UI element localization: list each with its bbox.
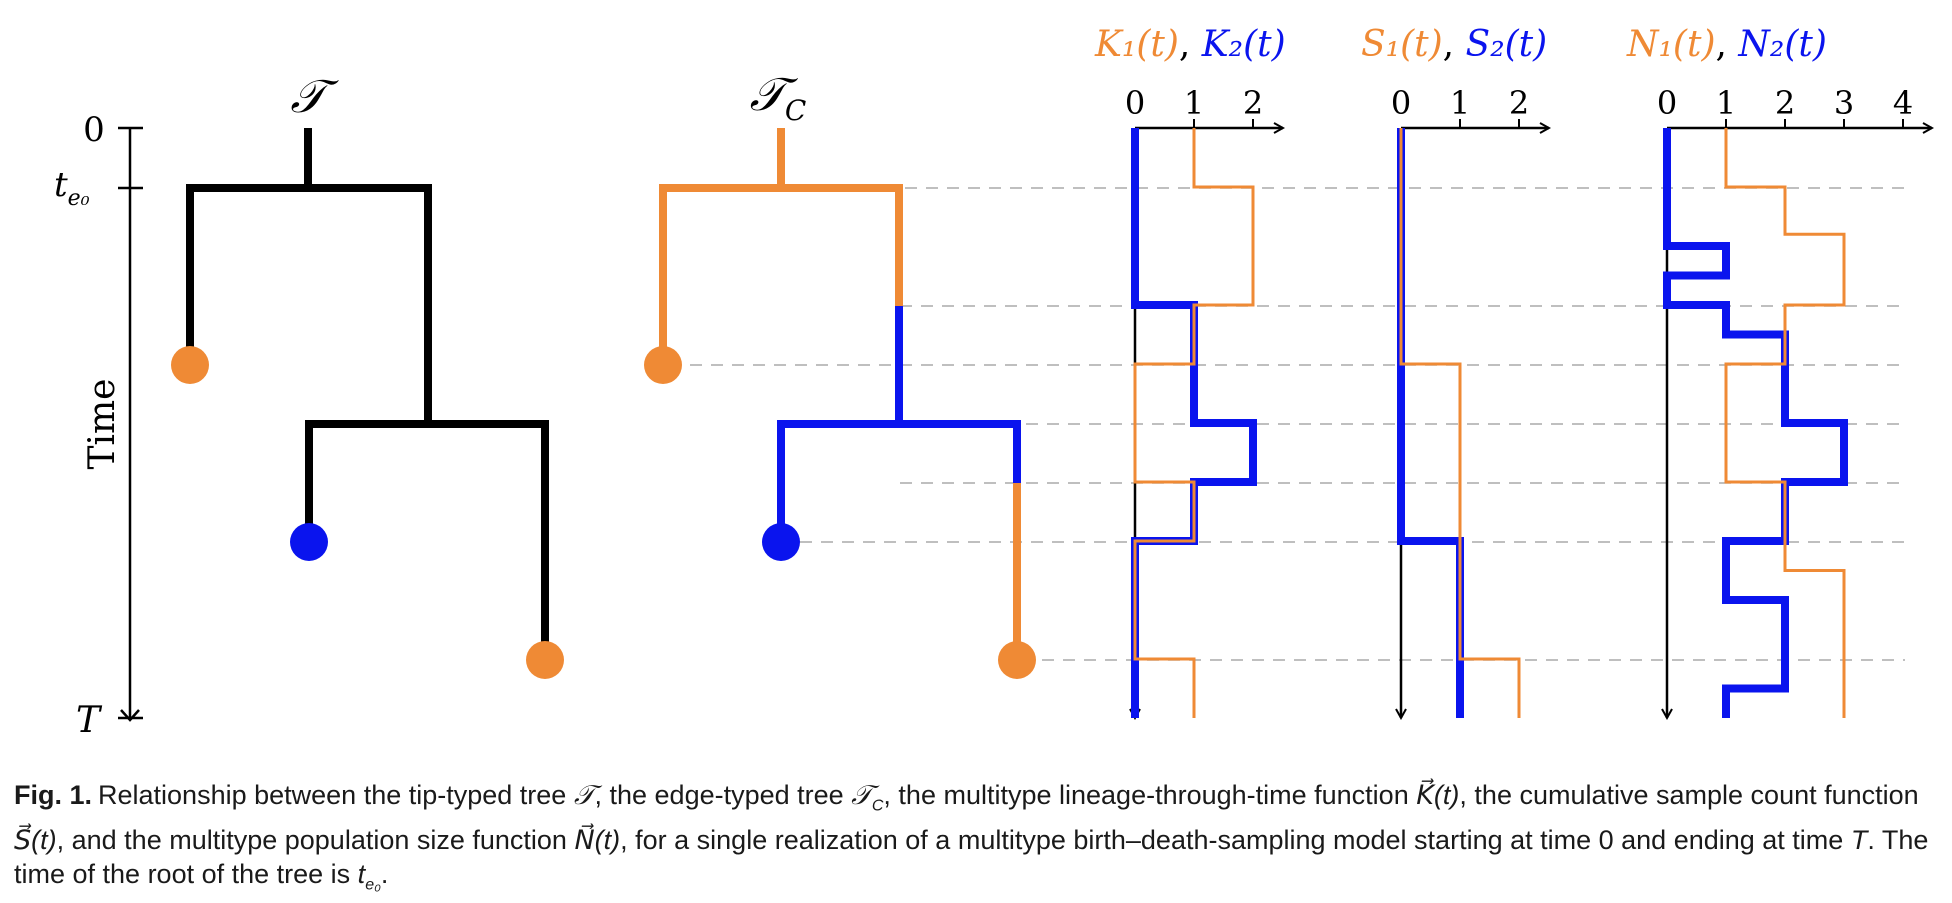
figure-caption: Fig. 1.Relationship between the tip-type…	[14, 780, 1929, 894]
tip-sample-type1	[644, 346, 682, 384]
panel-title-separator: ,	[1716, 24, 1739, 65]
caption-label: Fig. 1.	[14, 780, 93, 810]
time-axis-label: Time	[82, 379, 123, 470]
panel-tick-label: 2	[1509, 84, 1529, 122]
panel-population-size: N₁(t), N₂(t) 0 1 2 3 4	[1626, 24, 1932, 718]
panel-cumulative-samples: S₁(t), S₂(t) 0 1 2	[1361, 24, 1549, 718]
panel-tick-label: 0	[1391, 84, 1411, 122]
panel-tick-label: 1	[1184, 84, 1204, 122]
series-type1	[1724, 128, 1846, 718]
panel-title: N₁(t), N₂(t)	[1626, 24, 1827, 65]
edge-typed-tree-title: 𝒯C	[750, 67, 807, 127]
panel-tick-label: 1	[1450, 84, 1470, 122]
series-type2	[1663, 128, 1848, 718]
series-type1	[1399, 128, 1521, 718]
figure-1: 0 te₀ T Time 𝒯 𝒯C	[54, 24, 1952, 740]
panel-title-type2: S₂(t)	[1466, 24, 1548, 65]
tip-sample-type1	[171, 346, 209, 384]
tip-sample-type1	[526, 641, 564, 679]
tip-typed-tree: 𝒯	[171, 69, 564, 679]
panel-title-separator: ,	[1179, 24, 1202, 65]
time-tick-label-T: T	[76, 700, 103, 740]
panel-tick-label: 3	[1834, 84, 1854, 122]
panel-tick-label: 0	[1657, 84, 1677, 122]
tip-sample-type1	[998, 641, 1036, 679]
tip-sample-type2	[762, 523, 800, 561]
panel-title: K₁(t), K₂(t)	[1094, 24, 1286, 65]
panel-tick-label: 2	[1243, 84, 1263, 122]
edge-typed-tree: 𝒯C	[644, 67, 1036, 679]
time-axis-arrowhead	[120, 709, 140, 722]
panel-tick-label: 4	[1893, 84, 1913, 122]
time-tick-label-root: te₀	[54, 165, 90, 211]
panel-title-separator: ,	[1443, 24, 1466, 65]
tip-typed-tree-title: 𝒯	[290, 69, 339, 123]
series-type2	[1131, 128, 1257, 718]
panel-lineage-through-time: K₁(t), K₂(t) 0 1 2	[1094, 24, 1286, 718]
panel-title-type1: S₁(t)	[1361, 24, 1443, 65]
panel-title: S₁(t), S₂(t)	[1361, 24, 1547, 65]
series-type1	[1133, 128, 1255, 718]
panel-title-type2: K₂(t)	[1201, 24, 1286, 65]
panel-tick-label: 0	[1125, 84, 1145, 122]
series-type2	[1397, 128, 1464, 718]
panel-title-type2: N₂(t)	[1737, 24, 1827, 65]
panel-title-type1: K₁(t)	[1094, 24, 1179, 65]
panel-tick-label: 2	[1775, 84, 1795, 122]
panel-tick-label: 1	[1716, 84, 1736, 122]
tip-sample-type2	[290, 523, 328, 561]
time-tick-label-0: 0	[83, 110, 105, 150]
time-axis: 0 te₀ T Time	[54, 110, 143, 740]
panel-title-type1: N₁(t)	[1626, 24, 1716, 65]
